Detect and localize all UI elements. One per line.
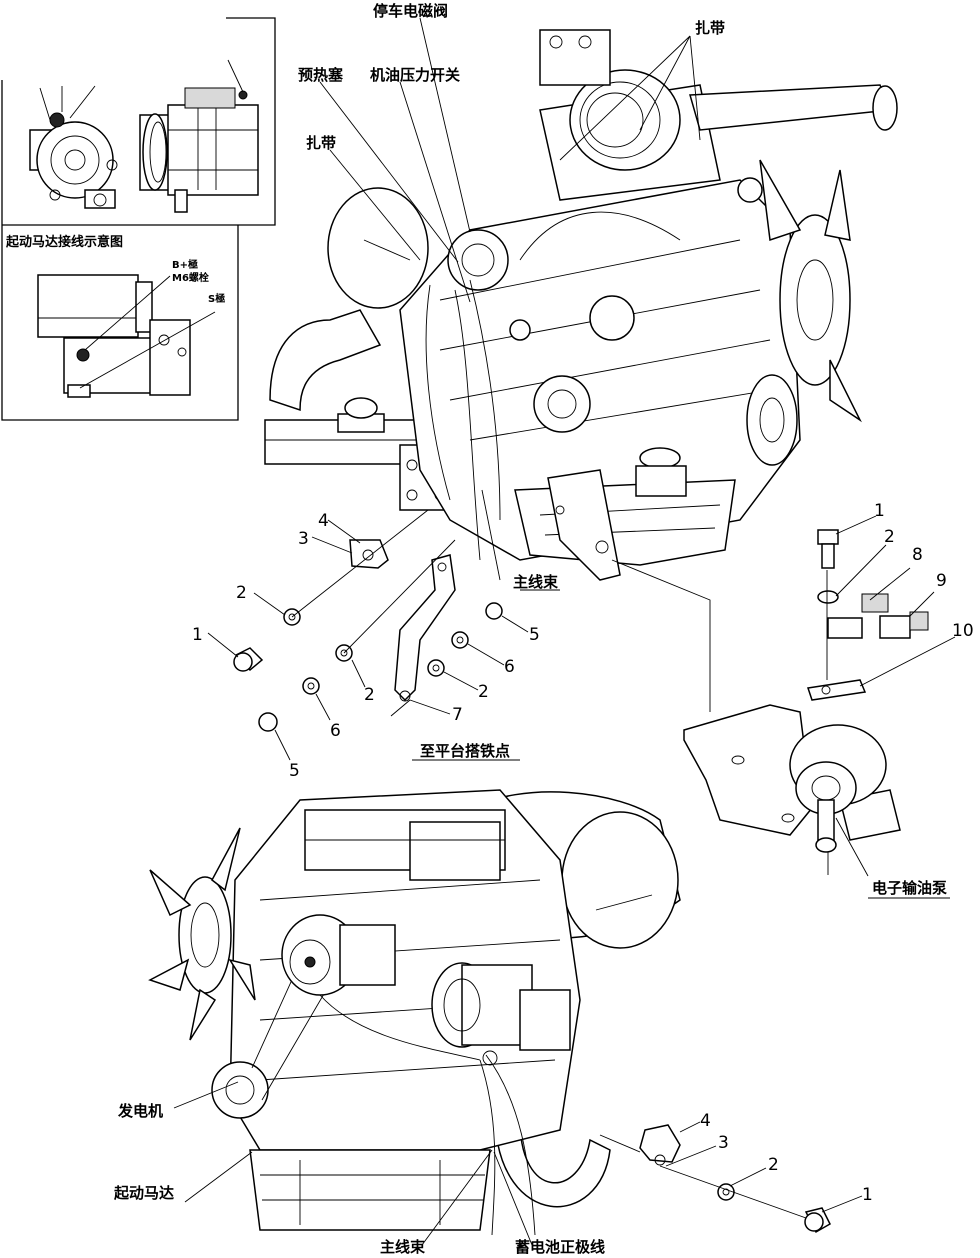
main-harness-bottom-label: 主线束 <box>380 1238 426 1256</box>
fuel-pump-label: 电子输油泵 <box>872 879 947 897</box>
callout-number: 2 <box>478 682 489 702</box>
callout-number: 5 <box>529 625 540 645</box>
s-terminal-label: S極 <box>208 292 225 305</box>
fuel-pump-assembly <box>611 515 956 899</box>
callout-number: 1 <box>192 625 203 645</box>
bottom-parts <box>599 1121 863 1234</box>
ground-point-label: 至平台搭铁点 <box>420 742 510 760</box>
callout-number: 5 <box>289 761 300 781</box>
callout-number: 2 <box>236 583 247 603</box>
callout-number: 9 <box>936 571 947 591</box>
glow-plug-label: 预热塞 <box>298 66 344 84</box>
oil-pressure-switch-label: 机油压力开关 <box>370 66 460 84</box>
ground-parts <box>207 509 529 761</box>
starter-label: 起动马达 <box>113 1184 174 1202</box>
b-terminal-label: B+極 <box>172 258 198 271</box>
alternator-inset <box>1 17 276 226</box>
label-leaders <box>319 17 701 761</box>
starter-inset-title: 起动马达接线示意图 <box>5 234 123 250</box>
battery-positive-label: 蓄电池正极线 <box>515 1238 605 1256</box>
callout-number: 7 <box>452 705 463 725</box>
top-engine <box>264 29 898 581</box>
alternator-label: 发电机 <box>117 1102 163 1120</box>
solenoid-label: 停车电磁阀 <box>373 2 448 20</box>
bottom-engine <box>148 789 681 1246</box>
callout-number: 1 <box>874 501 885 521</box>
callout-number: 10 <box>952 621 974 641</box>
callout-number: 6 <box>504 657 515 677</box>
callout-number: 8 <box>912 545 923 565</box>
callout-number: 1 <box>862 1185 873 1205</box>
callout-number: 2 <box>768 1155 779 1175</box>
main-harness-top-label: 主线束 <box>513 573 559 591</box>
callout-number: 6 <box>330 721 341 741</box>
callout-number: 3 <box>718 1133 729 1153</box>
callout-number: 2 <box>364 685 375 705</box>
cable-tie-top-label: 扎带 <box>695 19 725 37</box>
b-terminal-sub-label: M6螺栓 <box>172 271 209 284</box>
callout-number: 4 <box>700 1111 711 1131</box>
callout-number: 4 <box>318 511 329 531</box>
starter-inset: 起动马达接线示意图 B+極 M6螺栓 S極 <box>1 225 239 421</box>
callout-number: 3 <box>298 529 309 549</box>
callout-number: 2 <box>884 527 895 547</box>
cable-tie-left-label: 扎带 <box>306 134 336 152</box>
